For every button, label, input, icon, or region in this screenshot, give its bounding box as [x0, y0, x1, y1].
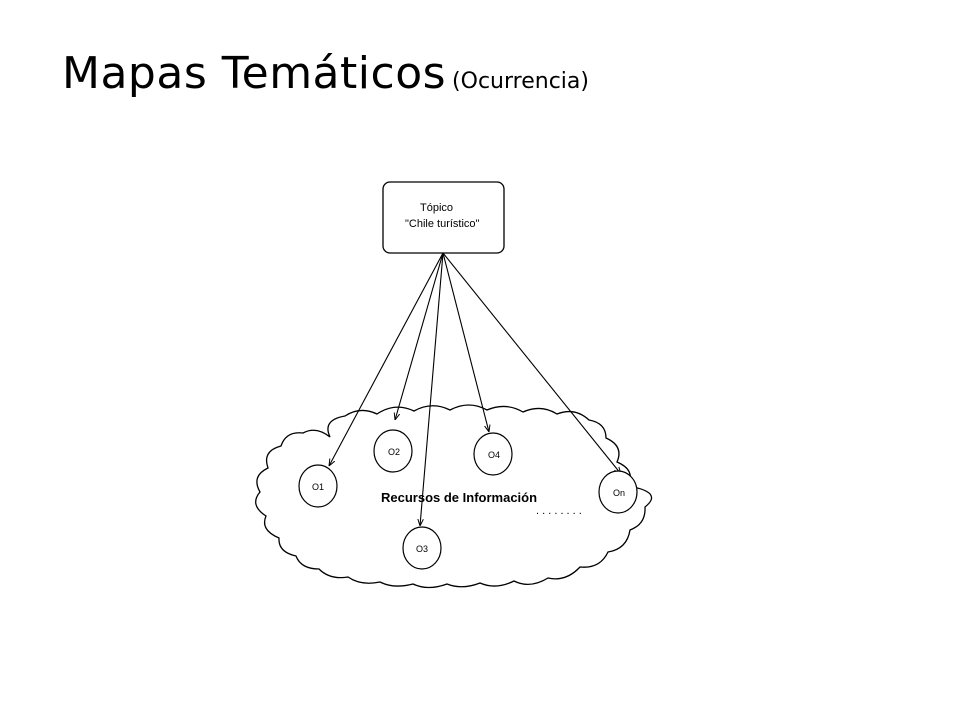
arrow-o2	[395, 252, 444, 420]
occurrence-on-shape	[598, 470, 638, 514]
cloud-label: Recursos de Información	[381, 490, 537, 505]
arrow-o4	[442, 252, 489, 432]
occurrence-arrows	[329, 252, 621, 526]
occurrence-o4-label: O4	[488, 450, 500, 460]
occurrence-o3-shape	[402, 526, 442, 570]
occurrence-o2: O2	[373, 429, 413, 473]
title-main: Mapas Temáticos	[62, 48, 447, 99]
occurrence-o2-shape	[373, 429, 413, 473]
topic-name: "Chile turístico"	[405, 218, 480, 230]
occurrence-on: On	[598, 470, 638, 514]
occurrence-o3-label: O3	[416, 544, 428, 554]
occurrence-on-label: On	[613, 488, 625, 498]
occurrence-o4: O4	[473, 432, 513, 476]
occurrence-o4-shape	[473, 432, 513, 476]
title-sub: (Ocurrencia)	[452, 69, 589, 94]
topic-box	[382, 181, 505, 254]
arrow-on	[442, 252, 621, 474]
occurrence-o1: O1	[298, 464, 338, 508]
topic-label: Tópico	[420, 202, 453, 214]
title-sub-close: )	[580, 69, 589, 94]
occurrence-o2-label: O2	[388, 447, 400, 457]
slide-title: Mapas Temáticos(Ocurrencia)	[62, 52, 589, 96]
occurrence-o1-label: O1	[312, 482, 324, 492]
title-sub-open: (	[452, 69, 461, 94]
topic-node: Tópico "Chile turístico"	[382, 181, 505, 254]
occurrence-o3: O3	[402, 526, 442, 570]
title-sub-text: Ocurrencia	[460, 69, 581, 94]
more-occurrences-ellipsis: . . . . . . . .	[536, 505, 582, 517]
occurrence-o1-shape	[298, 464, 338, 508]
arrow-o3	[420, 252, 444, 526]
information-resources-cloud	[255, 404, 653, 589]
arrow-o1	[329, 252, 444, 466]
